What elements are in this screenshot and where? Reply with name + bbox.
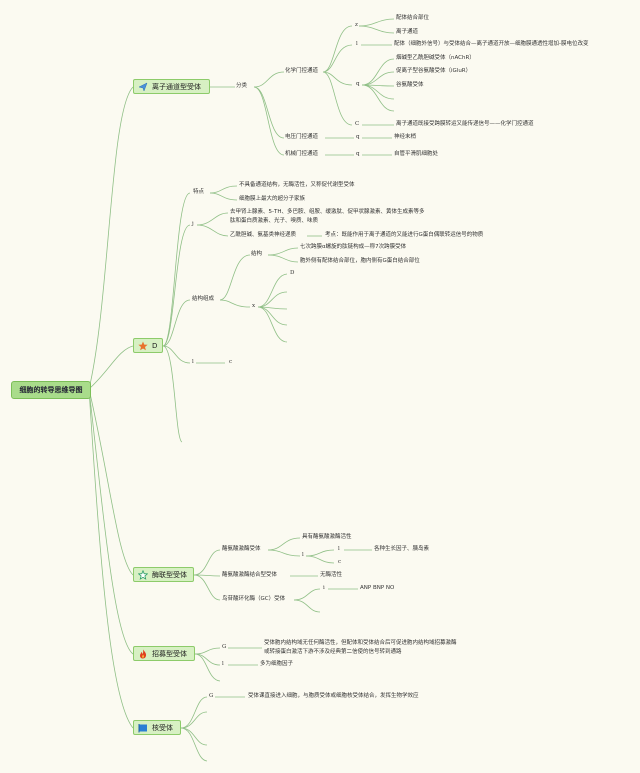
chemical-gated-channel: 化学门控通道 xyxy=(285,68,319,74)
recruitment-desc-2: 或转接蛋白激活下游不涉及经典第二信使的信号转到通路 xyxy=(264,649,402,655)
branch-label: 酶联型受体 xyxy=(152,570,187,579)
ion-channel-text: 离子通道 xyxy=(396,29,419,35)
mechanically-gated-channel: 机械门控通道 xyxy=(285,151,319,157)
no-enzyme-activity: 无酶活性 xyxy=(320,572,343,578)
tyrosine-kinase-associated-receptor: 酪氨酸激酶结合型受体 xyxy=(222,572,278,578)
marker-i: i xyxy=(323,585,325,591)
marker-g: G xyxy=(222,644,227,650)
tyrosine-kinase-receptor: 酪氨酸激酶受体 xyxy=(222,546,261,552)
nachr-text: 烟碱型乙酰胆碱受体（nAChR） xyxy=(396,55,475,61)
star-icon xyxy=(138,341,148,351)
ligand-list-2: 肽和蛋白质激素、光子、嗅质、味质 xyxy=(230,218,319,224)
branch-label: D xyxy=(152,341,158,350)
nuclear-receptor-desc: 受体课直接进入细胞，与胞质受体或细胞核受体结合，发挥生物学效应 xyxy=(248,693,419,699)
branch-ion-channel-receptor[interactable]: 离子通道型受体 xyxy=(133,79,210,94)
nerve-terminal-text: 神经末梢 xyxy=(394,134,417,140)
cytokine-text: 多为细胞因子 xyxy=(260,661,294,667)
marker-l: l xyxy=(192,359,194,365)
feature-largest-family: 细胞膜上最大的超分子家族 xyxy=(239,196,306,202)
star-outline-icon xyxy=(137,569,149,580)
fire-icon xyxy=(138,649,148,659)
tyrosine-kinase-activity: 具有酪氨酸激酶活性 xyxy=(302,534,352,540)
guanylyl-cyclase-receptor: 鸟苷酸环化酶（GC）受体 xyxy=(222,596,286,602)
marker-g: G xyxy=(209,693,214,699)
branch-nuclear-receptor[interactable]: 核受体 xyxy=(133,720,181,735)
category-label: 分类 xyxy=(236,83,248,89)
marker-d: D xyxy=(290,270,295,276)
marker-c: c xyxy=(229,359,233,365)
marker-l: l xyxy=(222,661,224,667)
marker-c: C xyxy=(355,121,360,127)
marker-j: j xyxy=(192,221,194,227)
ligand-mechanism: 配体（细胞外信号）与受体结合—离子通道开放—细胞膜通透性增加-膜电位改变 xyxy=(394,41,589,47)
marker-c: c xyxy=(338,559,342,565)
branch-recruitment-receptor[interactable]: 招募型受体 xyxy=(133,646,195,661)
branch-label: 核受体 xyxy=(152,723,173,732)
branch-label: 离子通道型受体 xyxy=(152,82,201,91)
channel-dual-function: 离子通道既接受跨膜转运又能传递信号——化学门控通道 xyxy=(396,121,534,127)
structure-7tm: 七次跨膜α螺旋的肽链构成—称7次跨膜受体 xyxy=(300,244,407,250)
root-node[interactable]: 细胞的转导思维导图 xyxy=(11,381,91,399)
ligand-list-3: 乙酰胆碱、氨基类神经递质 xyxy=(230,232,297,238)
paper-plane-icon xyxy=(138,81,148,92)
anp-bnp-no: ANP BNP NO xyxy=(360,585,395,591)
marker-q: q xyxy=(356,81,360,87)
smooth-muscle-text: 自管平滑肌细胞处 xyxy=(394,151,439,157)
marker-x: x xyxy=(252,303,256,309)
structure-composition: 结构组成 xyxy=(192,296,215,302)
growth-factors-text: 各种生长因子、胰岛素 xyxy=(374,546,430,552)
marker-l: l xyxy=(302,552,304,558)
iglur-text: 促离子型谷氨酸受体（iGluR） xyxy=(396,68,472,74)
features-label: 特点 xyxy=(193,189,205,195)
branch-label: 招募型受体 xyxy=(152,649,187,658)
glutamate-receptor-text: 谷氨酸受体 xyxy=(396,82,424,88)
voltage-gated-channel: 电压门控通道 xyxy=(285,134,319,140)
structure-binding-sites: 胞外侧有配体结合部位，胞内侧有G蛋白结合部位 xyxy=(300,258,420,264)
branch-enzyme-linked-receptor[interactable]: 酶联型受体 xyxy=(133,567,194,582)
marker-q: q xyxy=(356,134,360,140)
ligand-binding-site: 配体结合部位 xyxy=(396,15,430,21)
marker-q: q xyxy=(356,151,360,157)
feature-no-channel: 不具备通道结构，无酶活性，又称促代谢型受体 xyxy=(239,182,355,188)
exam-point: 考点：既能作用于离子通道的又能进行G蛋白偶联转运信号的物质 xyxy=(325,232,484,238)
flag-icon xyxy=(138,723,148,733)
marker-l: l xyxy=(356,41,358,47)
marker-l: l xyxy=(338,546,340,552)
branch-g-protein-receptor[interactable]: D xyxy=(133,338,163,353)
marker-z: z xyxy=(355,22,358,28)
recruitment-desc-1: 受体胞内结构域无任何酶活性，但配体和受体结合后可促进胞内结构域招募激酶 xyxy=(264,640,457,646)
structure-label: 结构 xyxy=(251,251,263,257)
ligand-list-1: 去甲肾上腺素、5-TH、多巴胺、组胺、缓激肽、促甲状腺激素、黄体生成素等多 xyxy=(230,209,425,215)
